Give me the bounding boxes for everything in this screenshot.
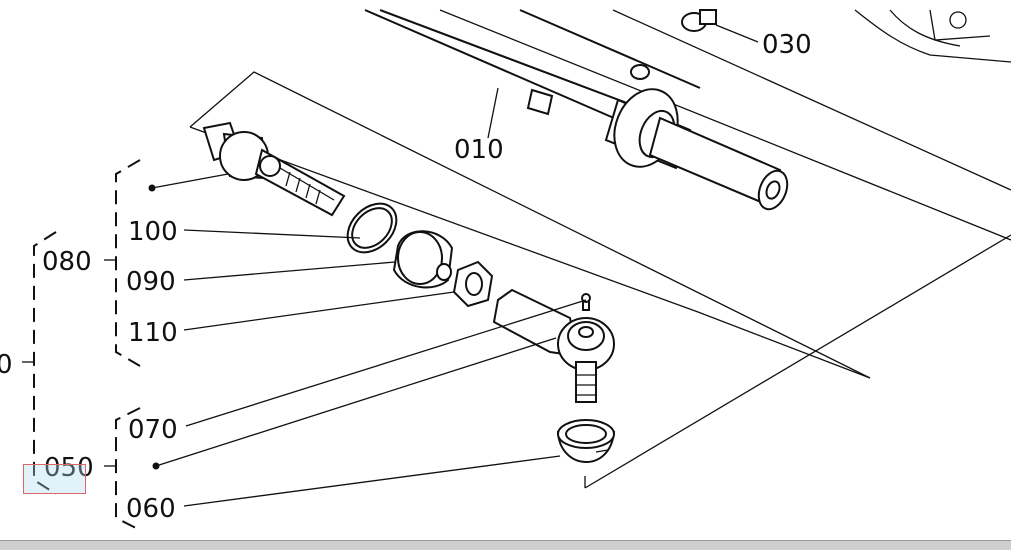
label-080: 080 [42,247,92,277]
assembly-brackets [22,159,141,531]
label-partial: 0 [0,350,13,380]
cylinder-tube [364,9,789,211]
lock-nut [436,260,494,308]
assembly-plane-outlines [189,9,1011,489]
fitting-030 [681,9,759,43]
leader-dot [148,184,156,192]
label-010: 010 [454,135,504,165]
leader-lines [151,87,587,507]
snap-ring [346,202,398,254]
label-090: 090 [126,267,176,297]
leader-dot [152,462,160,470]
label-060: 060 [126,494,176,524]
label-070: 070 [128,415,178,445]
bracket-fragment [854,9,1011,63]
label-100: 100 [128,217,178,247]
tie-rod-end [492,288,615,403]
tie-rod [202,121,346,217]
label-030: 030 [762,30,812,60]
label-110: 110 [128,318,178,348]
status-bar [0,540,1011,550]
ball-joint-boot [556,419,616,463]
dust-boot [392,230,454,289]
selection-highlight[interactable] [23,464,86,494]
